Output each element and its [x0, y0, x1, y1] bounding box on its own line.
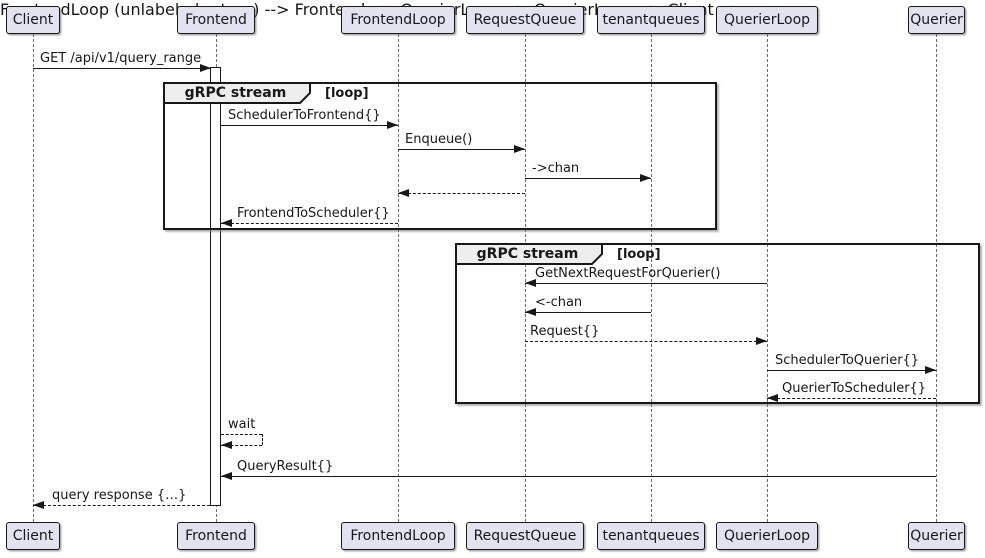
participant-label: QuerierLoop [723, 12, 811, 28]
participant-querier-top: Querier [908, 6, 965, 34]
message-label: GET /api/v1/query_range [40, 51, 202, 66]
participant-requestqueue-bottom: RequestQueue [466, 522, 584, 550]
lifeline-tenantqueues [651, 34, 652, 522]
participant-label: Frontend [185, 12, 247, 28]
lifeline-frontendloop [398, 34, 399, 522]
lifeline-querierloop [767, 34, 768, 522]
lifeline-requestqueue [525, 34, 526, 522]
activation-bar-frontend [210, 67, 221, 506]
participant-label: RequestQueue [473, 528, 577, 544]
participant-tenantqueues-bottom: tenantqueues [597, 522, 705, 550]
participant-tenantqueues-top: tenantqueues [597, 6, 705, 34]
message-line [221, 434, 262, 435]
participant-label: Querier [910, 12, 963, 28]
participant-label: FrontendLoop [350, 12, 446, 28]
participant-label: FrontendLoop [350, 528, 446, 544]
fragment-tab-shape [455, 243, 603, 265]
fragment-tab-shape [163, 82, 311, 104]
participant-requestqueue-top: RequestQueue [466, 6, 584, 34]
participant-label: Client [12, 12, 54, 28]
arrowhead [221, 440, 232, 449]
participant-client-top: Client [6, 6, 60, 34]
message-label: QueryResult{} [237, 459, 334, 474]
message-line [33, 505, 210, 506]
participant-frontend-top: Frontend [177, 6, 255, 34]
participant-label: tenantqueues [602, 528, 700, 544]
participant-label: Querier [910, 528, 963, 544]
fragment-grpc-stream-1: gRPC stream [loop] [163, 82, 717, 230]
lifeline-client [33, 34, 34, 522]
message-line [221, 445, 262, 446]
arrowhead [33, 500, 44, 509]
participant-frontendloop-top: FrontendLoop [341, 6, 455, 34]
fragment-condition: [loop] [325, 86, 369, 101]
message-line [33, 68, 211, 69]
participant-querier-bottom: Querier [908, 522, 965, 550]
arrowhead [221, 471, 232, 480]
participant-label: QuerierLoop [723, 528, 811, 544]
participant-label: Frontend [185, 528, 247, 544]
participant-label: tenantqueues [602, 12, 700, 28]
participant-label: RequestQueue [473, 12, 577, 28]
participant-frontendloop-bottom: FrontendLoop [341, 522, 455, 550]
participant-client-bottom: Client [6, 522, 60, 550]
participant-frontend-bottom: Frontend [177, 522, 255, 550]
participant-querierloop-bottom: QuerierLoop [716, 522, 818, 550]
fragment-condition: [loop] [617, 247, 661, 262]
participant-querierloop-top: QuerierLoop [716, 6, 818, 34]
message-line-vertical [262, 434, 263, 445]
message-label: query response {…} [52, 488, 187, 503]
message-label: wait [228, 417, 256, 432]
message-line [221, 476, 936, 477]
lifeline-querier [936, 34, 937, 522]
fragment-title: gRPC stream [184, 85, 287, 101]
fragment-title: gRPC stream [476, 246, 579, 262]
fragment-grpc-stream-2: gRPC stream [loop] [455, 243, 980, 404]
participant-label: Client [12, 528, 54, 544]
